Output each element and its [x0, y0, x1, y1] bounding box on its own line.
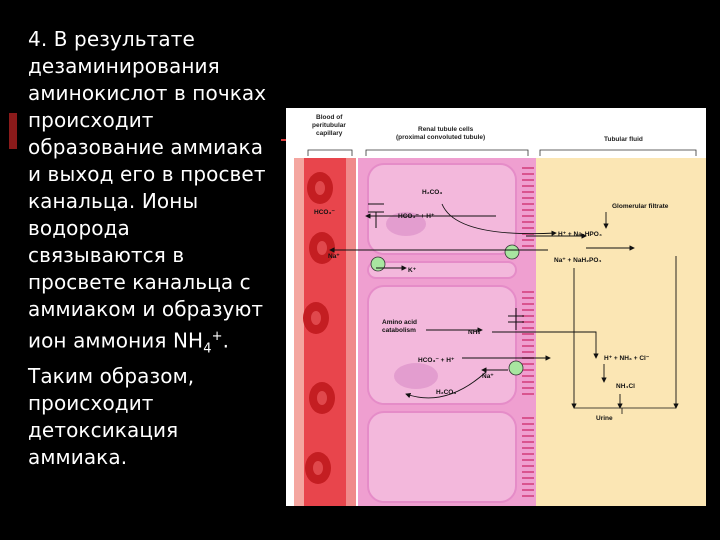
text-line: 4. В результате	[28, 27, 195, 51]
slide-text-block: 4. В результате дезаминирования аминокис…	[28, 26, 290, 471]
text-line: происходит	[28, 390, 154, 415]
text-line: Таким образом,	[28, 363, 195, 388]
carrier-proteins	[370, 244, 524, 376]
kidney-ammonia-figure: Blood of peritubular capillary Renal tub…	[286, 108, 706, 506]
label-h2co3-bottom: H₂CO₃	[436, 389, 456, 396]
header-brackets	[307, 149, 697, 156]
label-h2co3-top: H₂CO₃	[422, 189, 442, 196]
label-hco3-h-top: HCO₃⁻ + H⁺	[398, 213, 435, 220]
text-line: аммиака.	[28, 444, 128, 469]
vessel-outer-wall	[294, 158, 304, 506]
label-h-na2hpo4: H⁺ + Na₂HPO₄	[558, 231, 602, 238]
text-line: и выход его в просвет	[28, 162, 266, 186]
figure-headers: Blood of peritubular capillary Renal tub…	[312, 114, 643, 143]
label-urine: Urine	[596, 415, 613, 422]
vessel-wall	[346, 158, 356, 506]
label-hco3-h-bottom: HCO₃⁻ + H⁺	[418, 357, 455, 364]
text-line-ammonium-main: ион аммония NH	[28, 328, 204, 353]
label-nh4cl: NH₄Cl	[616, 383, 635, 390]
text-line: аммиаком и образуют	[28, 297, 264, 321]
urine-bracket	[574, 407, 676, 414]
text-line: просвете канальца с	[28, 270, 251, 294]
diagram-labels: H₂CO₃ HCO₃⁻ HCO₃⁻ + H⁺ Glomerular filtra…	[314, 189, 669, 422]
label-h-nh3-cl: H⁺ + NH₃ + Cl⁻	[604, 355, 650, 362]
text-line: дезаминирования	[28, 54, 220, 78]
header-blood-2: peritubular	[312, 122, 346, 129]
tubule-cell	[367, 163, 517, 503]
label-amino-2: catabolism	[382, 327, 416, 334]
label-na-nah2po4: Na⁺ + NaH₂PO₄	[554, 257, 602, 264]
label-na-blood: Na⁺	[328, 253, 340, 260]
label-nh3: NH₃	[468, 329, 480, 336]
text-line: детоксикация	[28, 417, 179, 442]
header-renal: Renal tubule cells	[418, 126, 474, 133]
header-blood: Blood of	[316, 114, 343, 121]
label-amino-1: Amino acid	[382, 319, 417, 326]
label-k-plus: K⁺	[408, 267, 417, 274]
text-line: происходит	[28, 108, 154, 132]
slide-accent-bar	[9, 113, 17, 149]
header-blood-3: capillary	[316, 130, 343, 137]
nh4-superscript: +	[211, 329, 223, 344]
brush-border	[522, 167, 534, 497]
text-line: образование аммиака	[28, 135, 264, 159]
text-line: водорода	[28, 216, 130, 240]
text-line: аминокислот в почках	[28, 81, 267, 105]
text-line: канальца. Ионы	[28, 189, 199, 213]
text-line: связываются в	[28, 243, 185, 267]
transport-arrows	[329, 203, 679, 409]
nh4-subscript: 4	[203, 341, 212, 357]
label-glomerular: Glomerular filtrate	[612, 203, 669, 210]
nh4-period: .	[222, 328, 230, 353]
header-fluid: Tubular fluid	[604, 136, 643, 143]
slide-accent-dash	[281, 139, 286, 141]
label-hco3-blood: HCO₃⁻	[314, 209, 335, 216]
red-blood-cells	[303, 172, 335, 484]
membrane-channels	[368, 203, 524, 330]
header-renal-2: (proximal convoluted tubule)	[396, 134, 485, 141]
text-line-ammonium: ион аммония NH4+.	[28, 323, 290, 363]
label-na-bottom: Na⁺	[482, 373, 494, 380]
